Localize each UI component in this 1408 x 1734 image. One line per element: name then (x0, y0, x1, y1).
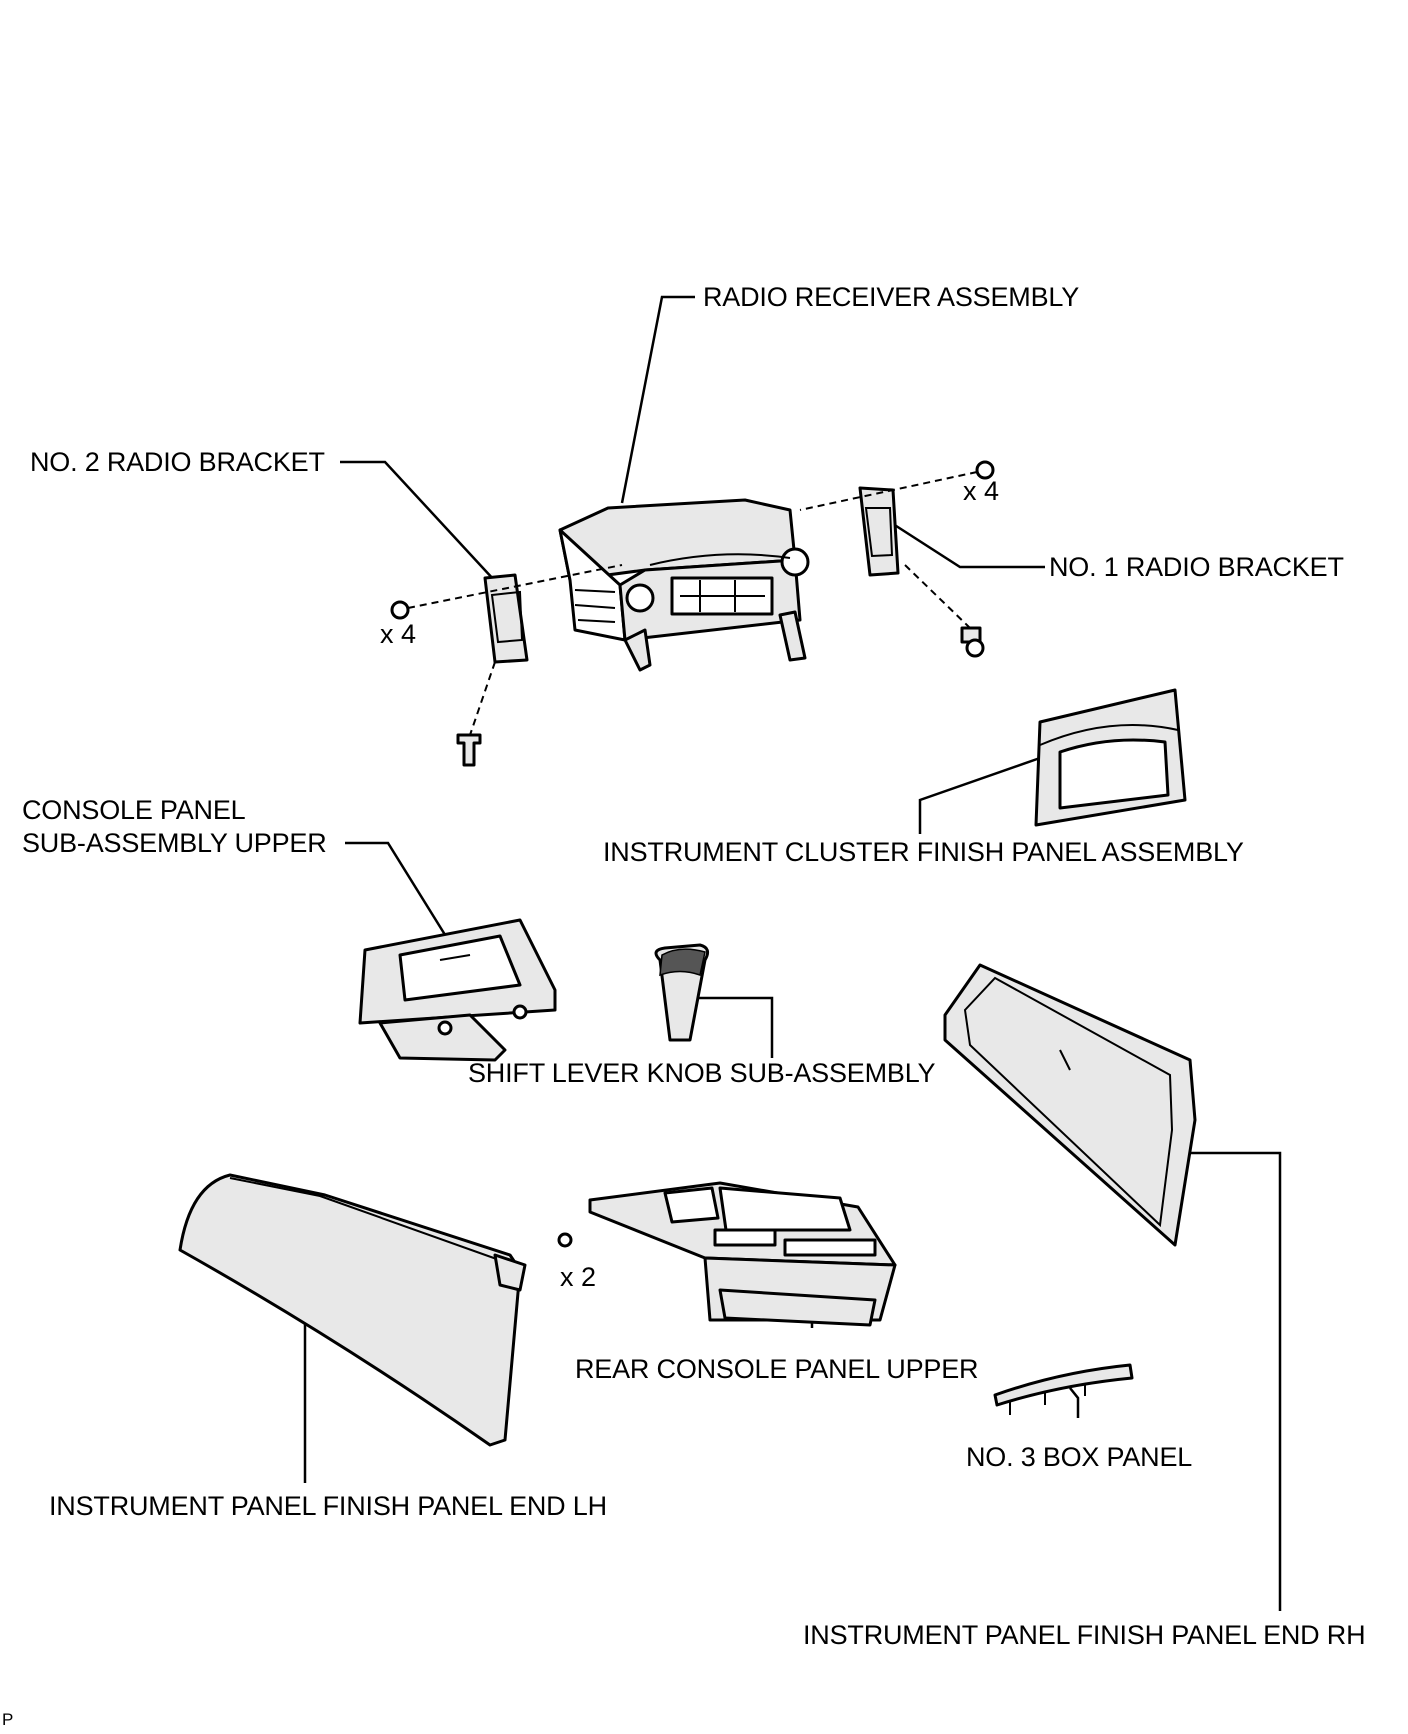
label-no3-box-panel: NO. 3 BOX PANEL (966, 1442, 1193, 1472)
label-shift-lever-knob: SHIFT LEVER KNOB SUB-ASSEMBLY (468, 1058, 936, 1088)
rear-console-panel-upper-part (557, 1181, 897, 1327)
label-finish-panel-end-lh: INSTRUMENT PANEL FINISH PANEL END LH (49, 1491, 607, 1521)
radio-receiver-assembly-part (558, 498, 810, 672)
label-finish-panel-end-rh: INSTRUMENT PANEL FINISH PANEL END RH (803, 1620, 1366, 1650)
leader-lines (303, 295, 1282, 1611)
label-no2-radio-bracket: NO. 2 RADIO BRACKET (30, 447, 325, 477)
console-panel-upper-part (358, 918, 557, 1062)
label-console-panel-line2: SUB-ASSEMBLY UPPER (22, 828, 327, 858)
label-console-panel-line1: CONSOLE PANEL (22, 795, 246, 825)
label-rear-console-panel-upper: REAR CONSOLE PANEL UPPER (575, 1354, 979, 1384)
label-radio-receiver-assembly: RADIO RECEIVER ASSEMBLY (703, 282, 1080, 312)
qty-no2-bracket-screws: x 4 (380, 619, 417, 649)
label-no1-radio-bracket: NO. 1 RADIO BRACKET (1049, 552, 1344, 582)
qty-no1-bracket-screws: x 4 (963, 476, 1000, 506)
finish-panel-end-rh-part (943, 963, 1197, 1247)
shift-lever-knob-part (654, 943, 710, 1042)
no1-radio-bracket-part (799, 460, 995, 658)
no3-box-panel-part (993, 1363, 1134, 1415)
qty-rear-console-screws: x 2 (560, 1262, 597, 1292)
instrument-cluster-finish-panel-part (1034, 688, 1187, 827)
no2-radio-bracket-part (390, 564, 623, 767)
finish-panel-end-lh-part (178, 1173, 527, 1447)
label-instrument-cluster-finish-panel: INSTRUMENT CLUSTER FINISH PANEL ASSEMBLY (603, 837, 1244, 867)
footer-mark: P (2, 1710, 14, 1729)
